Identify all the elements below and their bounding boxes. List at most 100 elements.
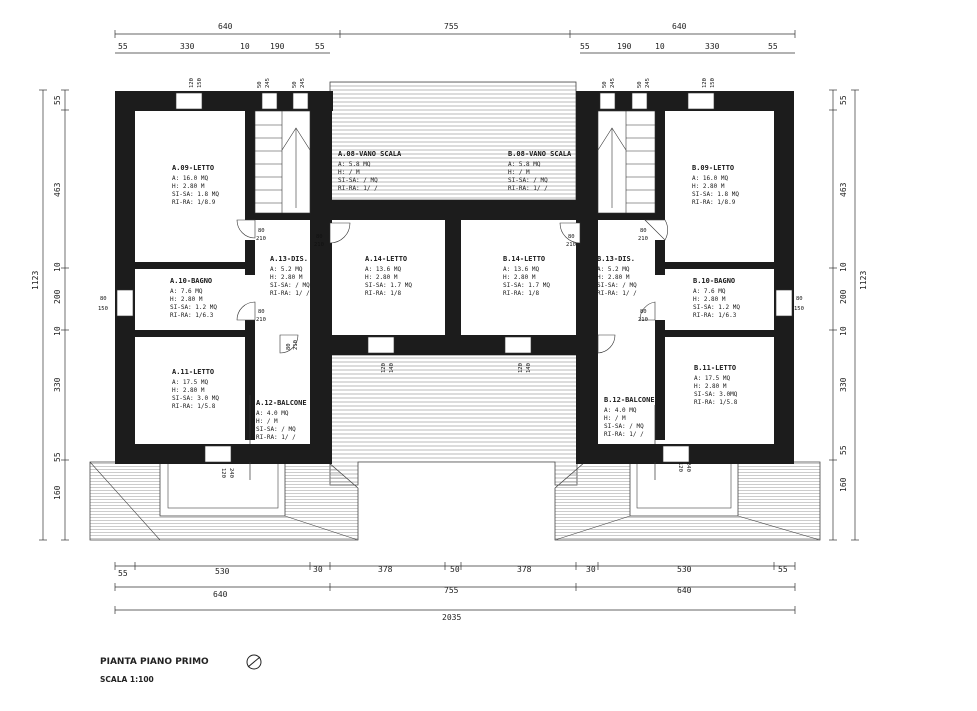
- svg-text:SI-SA: 1.2 MQ: SI-SA: 1.2 MQ: [170, 304, 217, 311]
- dim-l-160: 160: [53, 485, 62, 500]
- opening-labels: 120 150 50 245 50 245 50 245 50 245 120 …: [98, 78, 804, 478]
- svg-text:B.09-LETTO: B.09-LETTO: [692, 164, 734, 172]
- w-sl-a: 80: [100, 296, 107, 302]
- dim-r-55b: 55: [839, 445, 848, 455]
- dim-right-total: 1123: [859, 271, 868, 290]
- w-br-a: 120: [677, 462, 683, 472]
- svg-text:B.12-BALCONE: B.12-BALCONE: [604, 396, 655, 404]
- svg-text:A: 5.2 MQ: A: 5.2 MQ: [597, 266, 630, 273]
- dim-b-530b: 530: [677, 565, 692, 574]
- svg-text:RI-RA: 1/ /: RI-RA: 1/ /: [338, 185, 378, 192]
- bottom-dimensions: 55 530 30 378 50 378 30 530 55 640 755 6…: [118, 565, 788, 622]
- w-tl-a: 120: [189, 78, 195, 88]
- svg-text:SI-SA: 1.8 MQ: SI-SA: 1.8 MQ: [692, 191, 739, 198]
- dim-r-200: 200: [839, 289, 848, 304]
- svg-text:RI-RA: 1/8: RI-RA: 1/8: [503, 290, 540, 297]
- d-b3-a: 80: [640, 309, 647, 315]
- svg-text:RI-RA: 1/ /: RI-RA: 1/ /: [508, 185, 548, 192]
- bottom-dimension-lines: [114, 562, 796, 614]
- d-a2-b: 210: [314, 242, 324, 248]
- w-m1-a: 120: [381, 363, 387, 373]
- room-a13: A.13-DIS. A: 5.2 MQ H: 2.80 M SI-SA: / M…: [270, 255, 310, 297]
- svg-text:H: 2.80 M: H: 2.80 M: [270, 274, 303, 281]
- room-a08: A.08-VANO SCALA A: 5.8 MQ H: / M SI-SA: …: [338, 150, 402, 192]
- svg-text:A: 17.5 MQ: A: 17.5 MQ: [694, 375, 731, 382]
- svg-text:RI-RA: 1/6.3: RI-RA: 1/6.3: [170, 312, 214, 319]
- svg-text:A.11-LETTO: A.11-LETTO: [172, 368, 214, 376]
- svg-text:H: 2.80 M: H: 2.80 M: [172, 387, 205, 394]
- dim-tl-190: 190: [270, 42, 285, 51]
- dim-l-10b: 10: [53, 326, 62, 336]
- svg-text:A: 4.0 MQ: A: 4.0 MQ: [604, 407, 637, 414]
- room-b13: B.13-DIS. A: 5.2 MQ H: 2.80 M SI-SA: / M…: [597, 255, 637, 297]
- dim-bm-640a: 640: [213, 590, 228, 599]
- d-b1-a: 80: [568, 234, 575, 240]
- svg-text:H: 2.80 M: H: 2.80 M: [365, 274, 398, 281]
- dim-tr-55a: 55: [580, 42, 590, 51]
- room-b09: B.09-LETTO A: 16.0 MQ H: 2.80 M SI-SA: 1…: [692, 164, 739, 206]
- w-sl-b: 150: [98, 306, 108, 312]
- svg-text:SI-SA: 1.7 MQ: SI-SA: 1.7 MQ: [365, 282, 412, 289]
- svg-text:A: 5.8 MQ: A: 5.8 MQ: [338, 161, 371, 168]
- plan-scale: SCALA 1:100: [100, 675, 154, 684]
- svg-text:A: 5.8 MQ: A: 5.8 MQ: [508, 161, 541, 168]
- dim-tl-10: 10: [240, 42, 250, 51]
- svg-text:H: 2.80 M: H: 2.80 M: [170, 296, 203, 303]
- svg-text:B.11-LETTO: B.11-LETTO: [694, 364, 736, 372]
- svg-text:A: 7.6 MQ: A: 7.6 MQ: [170, 288, 203, 295]
- dim-l-463: 463: [53, 182, 62, 197]
- w-tl2-a: 50: [257, 81, 263, 88]
- dim-b-30a: 30: [313, 565, 323, 574]
- room-b11: B.11-LETTO A: 17.5 MQ H: 2.80 M SI-SA: 3…: [694, 364, 738, 406]
- w-m1-b: 140: [389, 363, 395, 373]
- dim-tr-10: 10: [655, 42, 665, 51]
- svg-text:RI-RA: 1/ /: RI-RA: 1/ /: [270, 290, 310, 297]
- d-b2-a: 80: [640, 228, 647, 234]
- svg-text:A.14-LETTO: A.14-LETTO: [365, 255, 407, 263]
- room-b14: B.14-LETTO A: 13.6 MQ H: 2.80 M SI-SA: 1…: [503, 255, 550, 297]
- svg-text:B.14-LETTO: B.14-LETTO: [503, 255, 545, 263]
- w-tr2-b: 245: [645, 78, 651, 88]
- dim-l-10a: 10: [53, 262, 62, 272]
- svg-text:SI-SA: / MQ: SI-SA: / MQ: [508, 177, 548, 184]
- svg-text:A.13-DIS.: A.13-DIS.: [270, 255, 308, 263]
- w-bl-a: 120: [220, 468, 226, 478]
- window-openings: [116, 92, 793, 463]
- svg-text:RI-RA: 1/ /: RI-RA: 1/ /: [597, 290, 637, 297]
- svg-text:A: 16.0 MQ: A: 16.0 MQ: [692, 175, 729, 182]
- svg-text:H: / M: H: / M: [604, 415, 626, 422]
- svg-text:A: 16.0 MQ: A: 16.0 MQ: [172, 175, 209, 182]
- dim-l-330: 330: [53, 377, 62, 392]
- d-b2-b: 210: [638, 236, 648, 242]
- d-b3-b: 210: [638, 317, 648, 323]
- svg-text:RI-RA: 1/8.9: RI-RA: 1/8.9: [172, 199, 216, 206]
- svg-text:SI-SA: 1.7 MQ: SI-SA: 1.7 MQ: [503, 282, 550, 289]
- top-dimensions: [114, 30, 796, 54]
- svg-text:A: 4.0 MQ: A: 4.0 MQ: [256, 410, 289, 417]
- w-sr-a: 80: [796, 296, 803, 302]
- svg-text:H: 2.80 M: H: 2.80 M: [692, 183, 725, 190]
- dim-tl-55a: 55: [118, 42, 128, 51]
- w-bl-b: 240: [228, 468, 234, 478]
- svg-text:A.09-LETTO: A.09-LETTO: [172, 164, 214, 172]
- dim-tr-330: 330: [705, 42, 720, 51]
- d-a4-a: 80: [286, 343, 292, 350]
- svg-text:H: 2.80 M: H: 2.80 M: [693, 296, 726, 303]
- dim-tr-55b: 55: [768, 42, 778, 51]
- w-m2-b: 140: [526, 363, 532, 373]
- dim-left-total: 1123: [31, 271, 40, 290]
- svg-text:SI-SA: / MQ: SI-SA: / MQ: [604, 423, 644, 430]
- svg-text:A.10-BAGNO: A.10-BAGNO: [170, 277, 212, 285]
- right-dimensions: [829, 89, 859, 541]
- w-tl3-b: 245: [300, 78, 306, 88]
- svg-text:RI-RA: 1/5.8: RI-RA: 1/5.8: [694, 399, 738, 406]
- room-labels: A.09-LETTO A: 16.0 MQ H: 2.80 M SI-SA: 1…: [170, 150, 740, 441]
- door-swings: [236, 219, 668, 354]
- w-tr-b: 245: [610, 78, 616, 88]
- dim-bm-755: 755: [444, 586, 459, 595]
- room-a14: A.14-LETTO A: 13.6 MQ H: 2.80 M SI-SA: 1…: [365, 255, 412, 297]
- dim-b-55a: 55: [118, 569, 128, 578]
- dim-top-640-right: 640: [672, 22, 687, 31]
- svg-text:H: 2.80 M: H: 2.80 M: [172, 183, 205, 190]
- w-tl3-a: 50: [292, 81, 298, 88]
